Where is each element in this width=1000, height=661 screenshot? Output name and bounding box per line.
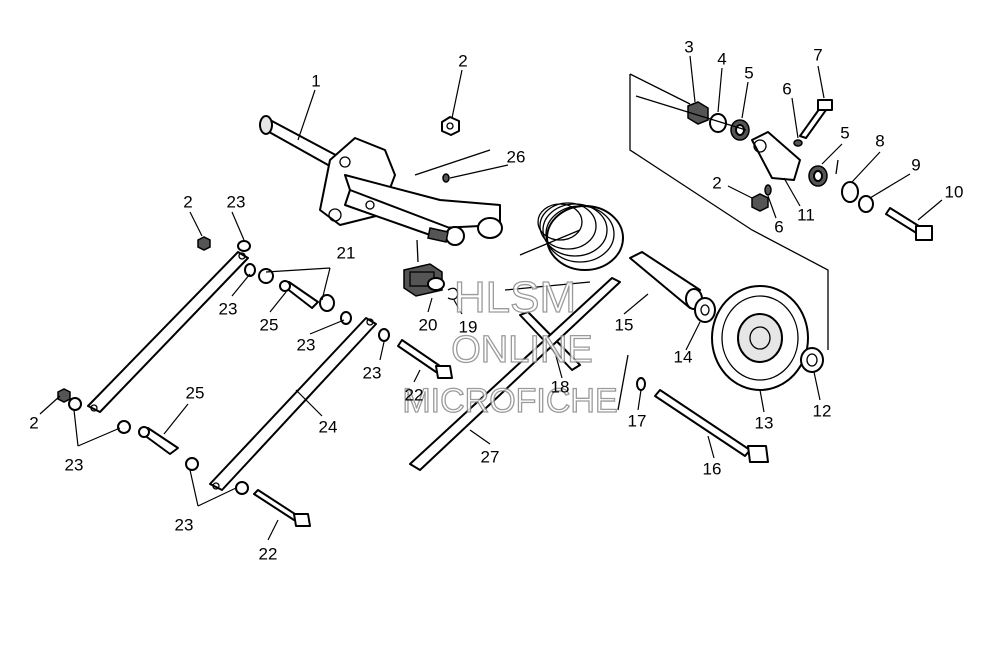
callout-22-lower: 22 <box>259 544 278 563</box>
callout-26: 26 <box>507 147 526 166</box>
part-10-bolt[interactable] <box>885 207 933 241</box>
part-24-link-lower[interactable] <box>209 317 377 491</box>
part-13-idler-wheel[interactable] <box>711 285 809 391</box>
callout-12: 12 <box>813 401 832 420</box>
callout-23-mid: 23 <box>297 335 316 354</box>
assembly-guide-lines <box>414 73 839 411</box>
part-19-clip[interactable] <box>447 287 459 300</box>
callout-3: 3 <box>684 37 693 56</box>
callout-7: 7 <box>813 45 822 64</box>
part-9-washer[interactable] <box>858 195 874 213</box>
part-2-nut-left-lower[interactable] <box>57 388 71 403</box>
callout-8: 8 <box>875 131 884 150</box>
callout-23-bottom: 23 <box>175 515 194 534</box>
part-3-nut[interactable] <box>687 101 709 125</box>
callout-23-mid-left: 23 <box>219 299 238 318</box>
callout-21: 21 <box>337 243 356 262</box>
callout-4: 4 <box>717 49 726 68</box>
watermark-line1: HLSM <box>454 273 576 322</box>
callout-2-right: 2 <box>712 173 721 192</box>
part-2-nut-top[interactable] <box>441 116 460 136</box>
callout-leaders <box>39 55 943 541</box>
part-20-bumper[interactable] <box>403 263 445 297</box>
callout-25-upper: 25 <box>260 315 279 334</box>
callout-27: 27 <box>481 447 500 466</box>
callout-15: 15 <box>615 315 634 334</box>
part-2-nut-left-upper[interactable] <box>197 236 211 251</box>
callout-2-left-lower: 2 <box>29 413 38 432</box>
callout-10: 10 <box>945 182 964 201</box>
part-24-link-upper[interactable] <box>87 251 249 413</box>
part-25-spacer-lower[interactable] <box>138 426 179 455</box>
part-4-washer[interactable] <box>709 113 727 133</box>
callout-25-lower: 25 <box>186 383 205 402</box>
callout-5-lower: 5 <box>840 123 849 142</box>
callout-labels: 1 2 26 2 23 21 23 25 23 2 23 25 24 23 22… <box>29 37 963 563</box>
callout-23-lower-left: 23 <box>65 455 84 474</box>
part-25-spacer-upper[interactable] <box>279 280 319 309</box>
callout-16: 16 <box>703 459 722 478</box>
callout-19: 19 <box>459 317 478 336</box>
part-22-bolt-middle[interactable] <box>397 339 453 379</box>
part-14-washer[interactable] <box>694 297 716 323</box>
callout-1: 1 <box>311 71 320 90</box>
part-16-bolt[interactable] <box>654 389 769 463</box>
part-5-washer-upper[interactable] <box>730 119 750 141</box>
part-5-washer-lower[interactable] <box>808 165 828 187</box>
callout-20: 20 <box>419 315 438 334</box>
callout-5-upper: 5 <box>744 63 753 82</box>
callout-23-upper: 23 <box>227 192 246 211</box>
watermark-line2: ONLINE <box>451 329 592 371</box>
callout-22-middle: 22 <box>405 385 424 404</box>
part-6-pin-upper[interactable] <box>793 139 803 147</box>
part-7-bolt[interactable] <box>799 99 833 139</box>
callout-18: 18 <box>551 377 570 396</box>
callout-2-top: 2 <box>458 51 467 70</box>
callout-14: 14 <box>674 347 693 366</box>
watermark: HLSM ONLINE MICROFICHE <box>402 272 619 420</box>
callout-2-left-upper: 2 <box>183 192 192 211</box>
part-1-shaft-assembly[interactable] <box>259 115 503 246</box>
callout-13: 13 <box>755 413 774 432</box>
part-12-bearing[interactable] <box>800 347 824 373</box>
callout-11: 11 <box>797 205 815 224</box>
part-6-pin-lower[interactable] <box>764 184 772 196</box>
callout-6-upper: 6 <box>782 79 791 98</box>
callout-6-lower: 6 <box>774 217 783 236</box>
part-22-bolt-lower[interactable] <box>253 489 311 527</box>
callout-17: 17 <box>628 411 647 430</box>
part-21-bushings[interactable] <box>258 268 335 312</box>
watermark-line3: MICROFICHE <box>402 382 617 420</box>
part-8-washer[interactable] <box>841 181 859 203</box>
part-27-rod[interactable] <box>409 277 621 471</box>
part-26-pin[interactable] <box>442 173 450 183</box>
part-2-nut-right[interactable] <box>751 193 769 212</box>
part-11-bracket[interactable] <box>751 131 801 181</box>
callout-23-center: 23 <box>363 363 382 382</box>
callout-24: 24 <box>319 417 338 436</box>
callout-9: 9 <box>911 155 920 174</box>
